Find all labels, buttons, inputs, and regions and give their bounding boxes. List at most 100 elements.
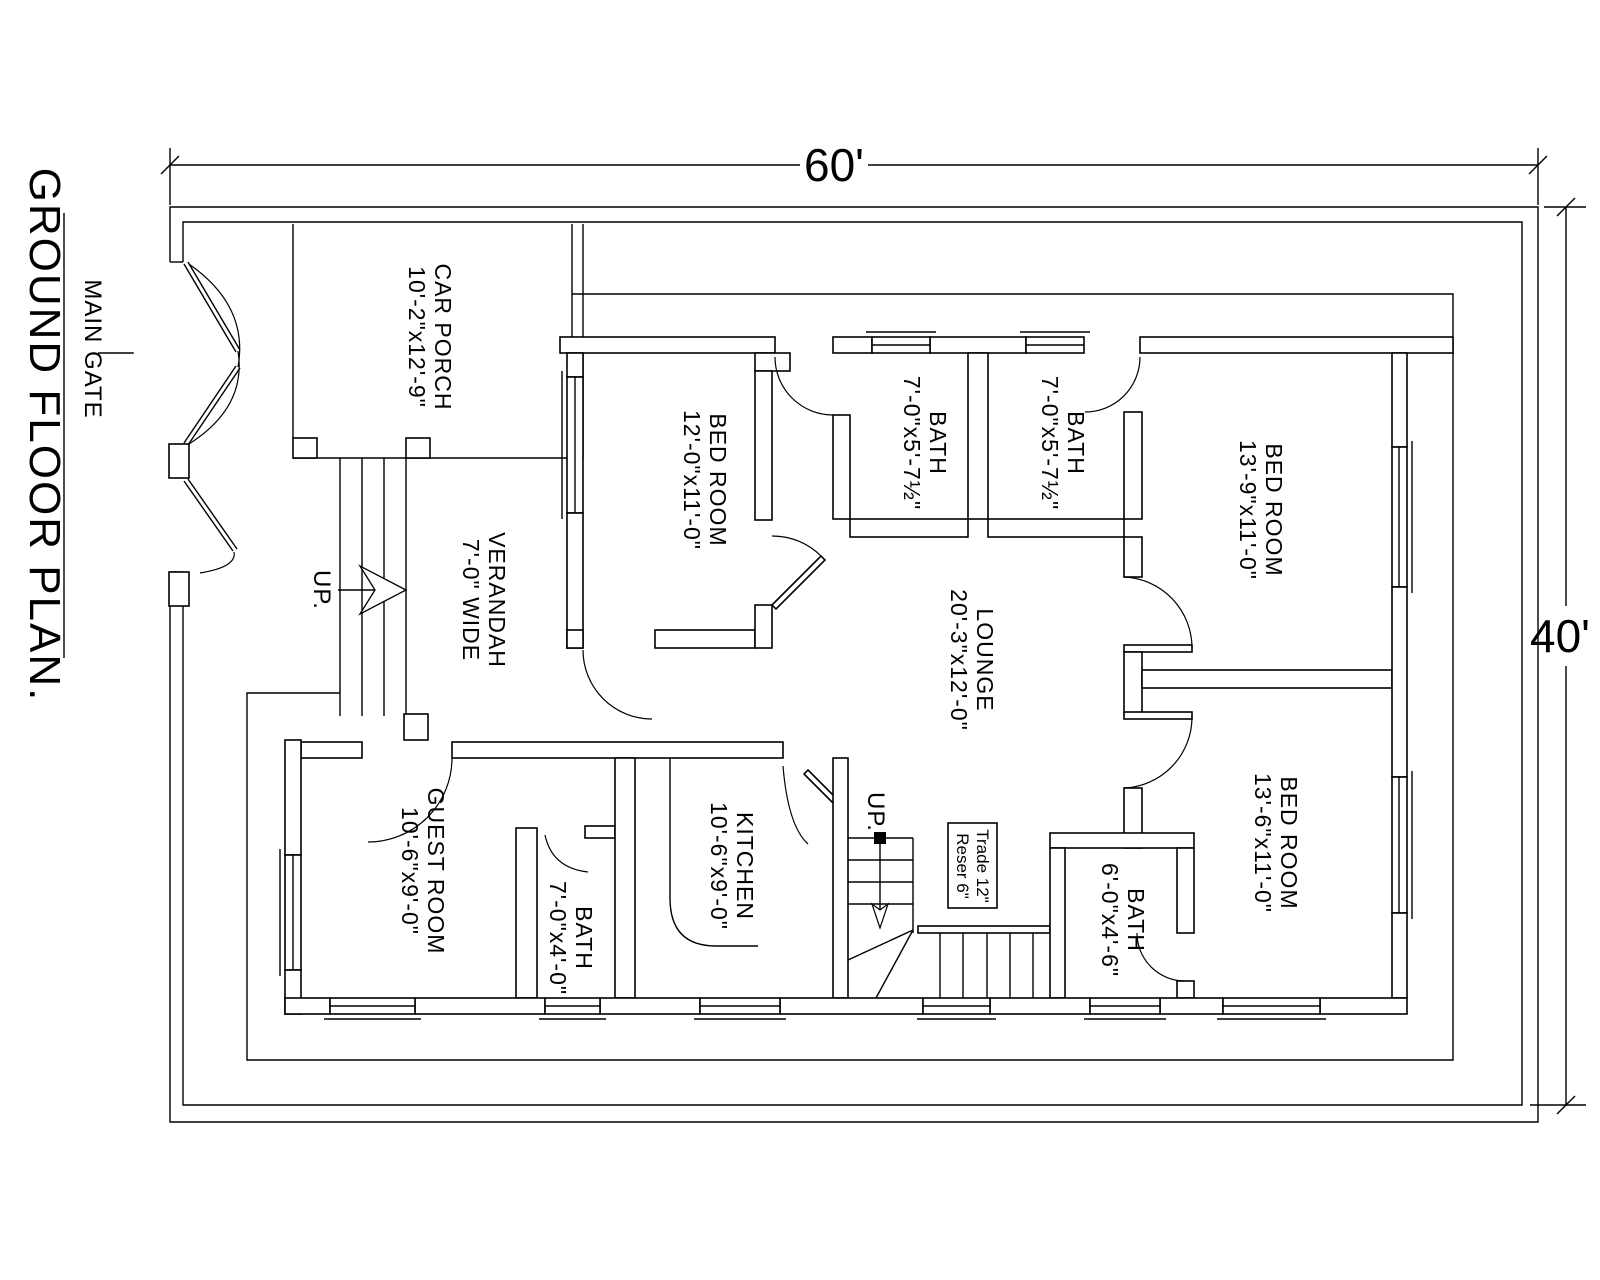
dim-width-label: 60' [804,139,864,191]
dim-tick [1556,1095,1576,1115]
east-wall [1391,352,1413,999]
dim-height-label: 40' [1530,610,1590,662]
door-arc [544,834,589,873]
room-car-porch: CAR PORCH 10'-2"x12'-9" [292,224,583,459]
window [324,997,421,1020]
room-dims: 13'-9"x11'-0" [1235,440,1261,580]
room-label: BED ROOM [1276,776,1302,909]
corridor-wall [300,741,847,845]
room-lounge: LOUNGE 20'-3"x12'-0" [946,589,998,731]
door-leaf [770,554,827,611]
room-bath-3: BATH 7'-0"x4'-0" [515,825,616,999]
room-dims: 7'-0"x5'-7½" [1037,376,1063,510]
window [561,371,584,519]
kitchen-east-wall [832,757,849,999]
main-gate-label: MAIN GATE [79,279,106,418]
room-label: KITCHEN [732,812,758,920]
room-label: BATH [925,411,951,475]
south-wall [284,997,1408,1020]
kitchen-counter [669,758,758,947]
door-arc [1084,356,1141,413]
winder-line [875,929,914,999]
room-dims: 13'-6"x11'-0" [1250,773,1276,913]
stair-arrow-icon [870,902,890,930]
kitchen-west-wall [614,757,636,999]
room-label: BED ROOM [1261,443,1287,576]
dimension-right: 40' [1530,197,1590,1115]
door-arc [1136,932,1186,982]
bedrooms-divider-wall [1141,669,1393,689]
room-label: BED ROOM [705,413,731,546]
window [1217,997,1326,1020]
dim-tick [1556,197,1576,217]
room-dims: 10'-6"x9'-0" [706,802,732,930]
room-verandah: VERANDAH 7'-0" WIDE [458,532,510,668]
page-title: GROUND FLOOR PLAN. [20,168,69,703]
stair-note-box: Trade 12" Reser 6" [947,822,998,909]
window [1020,331,1090,354]
main-gate: MAIN GATE [79,261,241,607]
window [694,997,786,1020]
door-arc [774,356,834,416]
room-dims: 20'-3"x12'-0" [946,589,972,731]
room-label: BATH [1123,888,1149,952]
room-bath-2: BATH 7'-0"x5'-7½" [967,352,1141,538]
door-arc [771,535,822,557]
room-dims: 6'-0"x4'-6" [1097,863,1123,977]
room-label: CAR PORCH [430,263,456,410]
door-leaf [1123,644,1193,653]
room-dims: 7'-0"x4'-0" [545,881,571,995]
room-guest: GUEST ROOM 10'-6"x9'-0" [279,739,449,1015]
stair-note-line1: Trade 12" [973,829,992,902]
steps-arrow-icon [358,564,408,616]
room-label: GUEST ROOM [423,788,449,955]
door-arc [1123,576,1193,649]
drawing-title: GROUND FLOOR PLAN. [20,168,69,703]
dim-tick [1528,155,1548,175]
room-dims: 10'-6"x9'-0" [397,807,423,935]
lounge-east-wall [1123,411,1393,849]
room-dims: 7'-0" WIDE [458,539,484,661]
room-dims: 7'-0"x5'-7½" [899,376,925,510]
door-arc [582,649,653,720]
dimension-top: 60' [160,139,1548,205]
room-bath-1: BATH 7'-0"x5'-7½" [774,356,969,538]
door-arc [782,765,809,845]
stair-up-label: UP. [862,792,889,832]
room-kitchen: KITCHEN 10'-6"x9'-0" [614,757,849,999]
porch-column [292,437,318,459]
room-label: BATH [571,906,597,970]
door-arc [367,757,453,843]
window [539,997,606,1020]
front-wall [559,331,1454,354]
room-dims: 10'-2"x12'-9" [404,266,430,408]
entry-steps: UP. [308,458,429,741]
door-leaf [1123,711,1193,720]
winder-line [847,929,914,961]
room-bed-1: BED ROOM 12'-0"x11'-0" [561,352,827,720]
window [279,849,302,976]
window [917,997,996,1020]
porch-column [405,437,431,459]
gate-arrow-icon [118,328,166,378]
room-bed-3: BED ROOM 13'-6"x11'-0" [1250,773,1302,913]
room-bed-2: BED ROOM 13'-9"x11'-0" [1235,440,1287,580]
room-label: VERANDAH [484,532,510,668]
gate-bottom-post [168,571,190,607]
stair-note-line2: Reser 6" [953,833,972,899]
dim-tick [160,155,180,175]
window [1391,771,1413,919]
room-label: BATH [1063,411,1089,475]
staircase: UP. Trade 12" Reser 6" [847,792,1051,999]
room-dims: 12'-0"x11'-0" [679,410,705,550]
stair-start-dot [874,832,886,844]
door-arc [1123,716,1193,789]
window [1391,441,1413,593]
room-bath-4: BATH 6'-0"x4'-6" [1049,832,1195,999]
gate-center-post [168,443,190,479]
window [1084,997,1166,1020]
window [866,331,936,354]
bath-divider-wall [967,352,989,520]
